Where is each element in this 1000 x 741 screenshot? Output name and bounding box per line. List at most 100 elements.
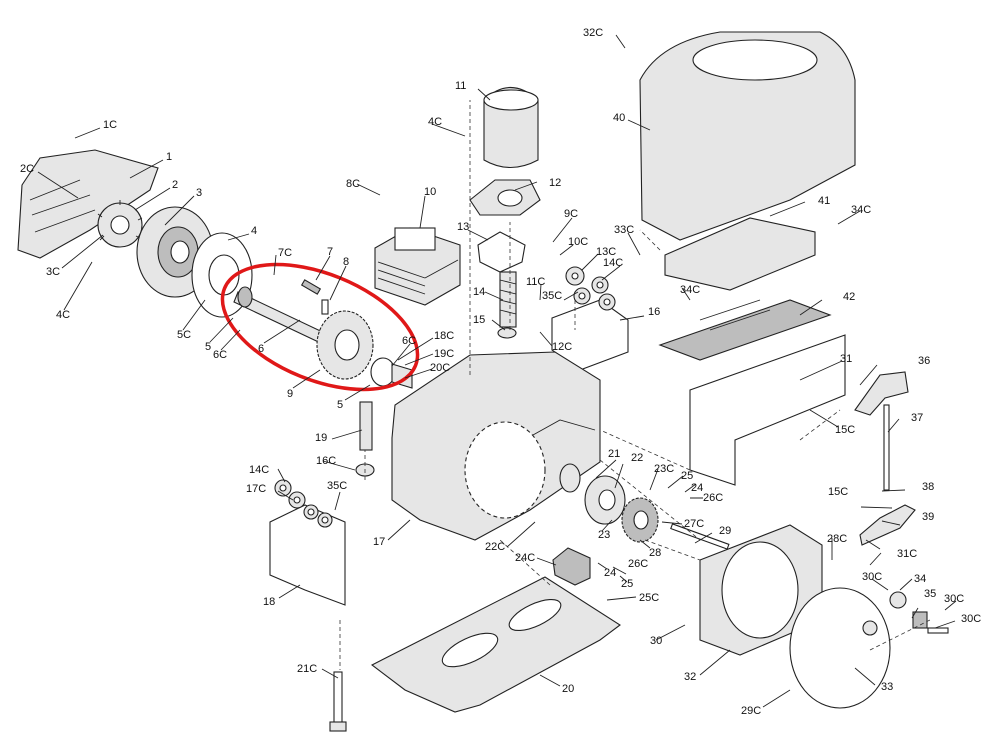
label-14C-low: 14C [249, 464, 269, 476]
part-40-cover [639, 31, 856, 241]
label-24C: 24C [515, 552, 535, 564]
label-21C: 21C [297, 663, 317, 675]
label-9: 9 [287, 388, 293, 400]
label-25a: 25 [681, 470, 693, 482]
label-4C-top: 4C [428, 116, 442, 128]
label-15C-right: 15C [835, 424, 855, 436]
label-19: 19 [315, 432, 327, 444]
part-1-front-cover [17, 149, 159, 259]
label-24a: 24 [691, 482, 703, 494]
part-14-worm [499, 271, 517, 328]
label-6C-right: 6C [402, 335, 416, 347]
part-14C-17C-bearings [274, 479, 333, 528]
label-29: 29 [719, 525, 731, 537]
label-15C-low: 15C [828, 486, 848, 498]
label-8: 8 [343, 256, 349, 268]
label-22: 22 [631, 452, 643, 464]
label-9C: 9C [564, 208, 578, 220]
label-4C-left: 4C [56, 309, 70, 321]
label-23C: 23C [654, 463, 674, 475]
label-5C: 5C [177, 329, 191, 341]
part-7-key [300, 279, 322, 295]
label-24b: 24 [604, 567, 616, 579]
label-30: 30 [650, 635, 662, 647]
label-23: 23 [598, 529, 610, 541]
part-19-spacer [359, 401, 373, 451]
label-10: 10 [424, 186, 436, 198]
label-12: 12 [549, 177, 561, 189]
part-21C-bolt [329, 671, 347, 732]
label-3: 3 [196, 187, 202, 199]
label-2C: 2C [20, 163, 34, 175]
part-33-cap [789, 587, 891, 709]
part-24C-cam [552, 547, 591, 586]
label-26C-a: 26C [703, 492, 723, 504]
label-34: 34 [914, 573, 926, 585]
label-41: 41 [818, 195, 830, 207]
label-1: 1 [166, 151, 172, 163]
label-14: 14 [473, 286, 485, 298]
part-13-plate [477, 231, 526, 273]
part-37-rod [883, 404, 890, 491]
label-29C: 29C [741, 705, 761, 717]
label-32: 32 [684, 671, 696, 683]
label-1C: 1C [103, 119, 117, 131]
label-20C: 20C [430, 362, 450, 374]
label-18C: 18C [434, 330, 454, 342]
label-31: 31 [840, 353, 852, 365]
label-11C: 11C [526, 276, 545, 288]
part-9-gear [316, 310, 374, 380]
part-23-gear [621, 497, 659, 543]
label-6: 6 [258, 343, 264, 355]
part-22-flange [584, 475, 626, 525]
part-41-box [664, 217, 816, 291]
part-12-bracket [469, 179, 541, 216]
part-38-39-lever [859, 504, 916, 546]
label-33: 33 [881, 681, 893, 693]
label-5b: 5 [337, 399, 343, 411]
label-16C: 16C [316, 455, 336, 467]
label-34C-mid: 34C [680, 284, 700, 296]
part-20-base-plate [370, 576, 621, 713]
label-16: 16 [648, 306, 660, 318]
label-33C: 33C [614, 224, 634, 236]
label-3C: 3C [46, 266, 60, 278]
part-21-pinion [559, 463, 581, 493]
label-30C-c: 30C [961, 613, 981, 625]
label-36: 36 [918, 355, 930, 367]
part-36-handle [854, 371, 909, 416]
callout-labels: 1C 1 2C 2 3 3C 4C 4 5C 5 6C 6 7C 7 8 9 5… [20, 27, 981, 717]
label-30C-a: 30C [862, 571, 882, 583]
label-37: 37 [911, 412, 923, 424]
label-38: 38 [922, 481, 934, 493]
part-11-motor [483, 87, 539, 169]
label-13C: 13C [596, 246, 616, 258]
label-40: 40 [613, 112, 625, 124]
label-19C: 19C [434, 348, 454, 360]
label-35C-top: 35C [542, 290, 562, 302]
part-30-side-cover [699, 524, 823, 656]
label-10C: 10C [568, 236, 588, 248]
label-20: 20 [562, 683, 574, 695]
part-10-transformer [374, 227, 461, 306]
label-22C: 22C [485, 541, 505, 553]
label-25b: 25 [621, 578, 633, 590]
label-17: 17 [373, 536, 385, 548]
label-34C-right: 34C [851, 204, 871, 216]
label-13: 13 [457, 221, 469, 233]
label-28C: 28C [827, 533, 847, 545]
part-8-pin [321, 299, 329, 315]
part-18-plate [269, 504, 346, 606]
label-25C: 25C [639, 592, 659, 604]
leader-lines [37, 34, 957, 708]
label-4: 4 [251, 225, 257, 237]
label-32C: 32C [583, 27, 603, 39]
label-2: 2 [172, 179, 178, 191]
label-42: 42 [843, 291, 855, 303]
label-31C: 31C [897, 548, 917, 560]
part-42-board [658, 299, 832, 361]
part-15-bearing [497, 327, 517, 339]
label-15: 15 [473, 314, 485, 326]
label-35: 35 [924, 588, 936, 600]
